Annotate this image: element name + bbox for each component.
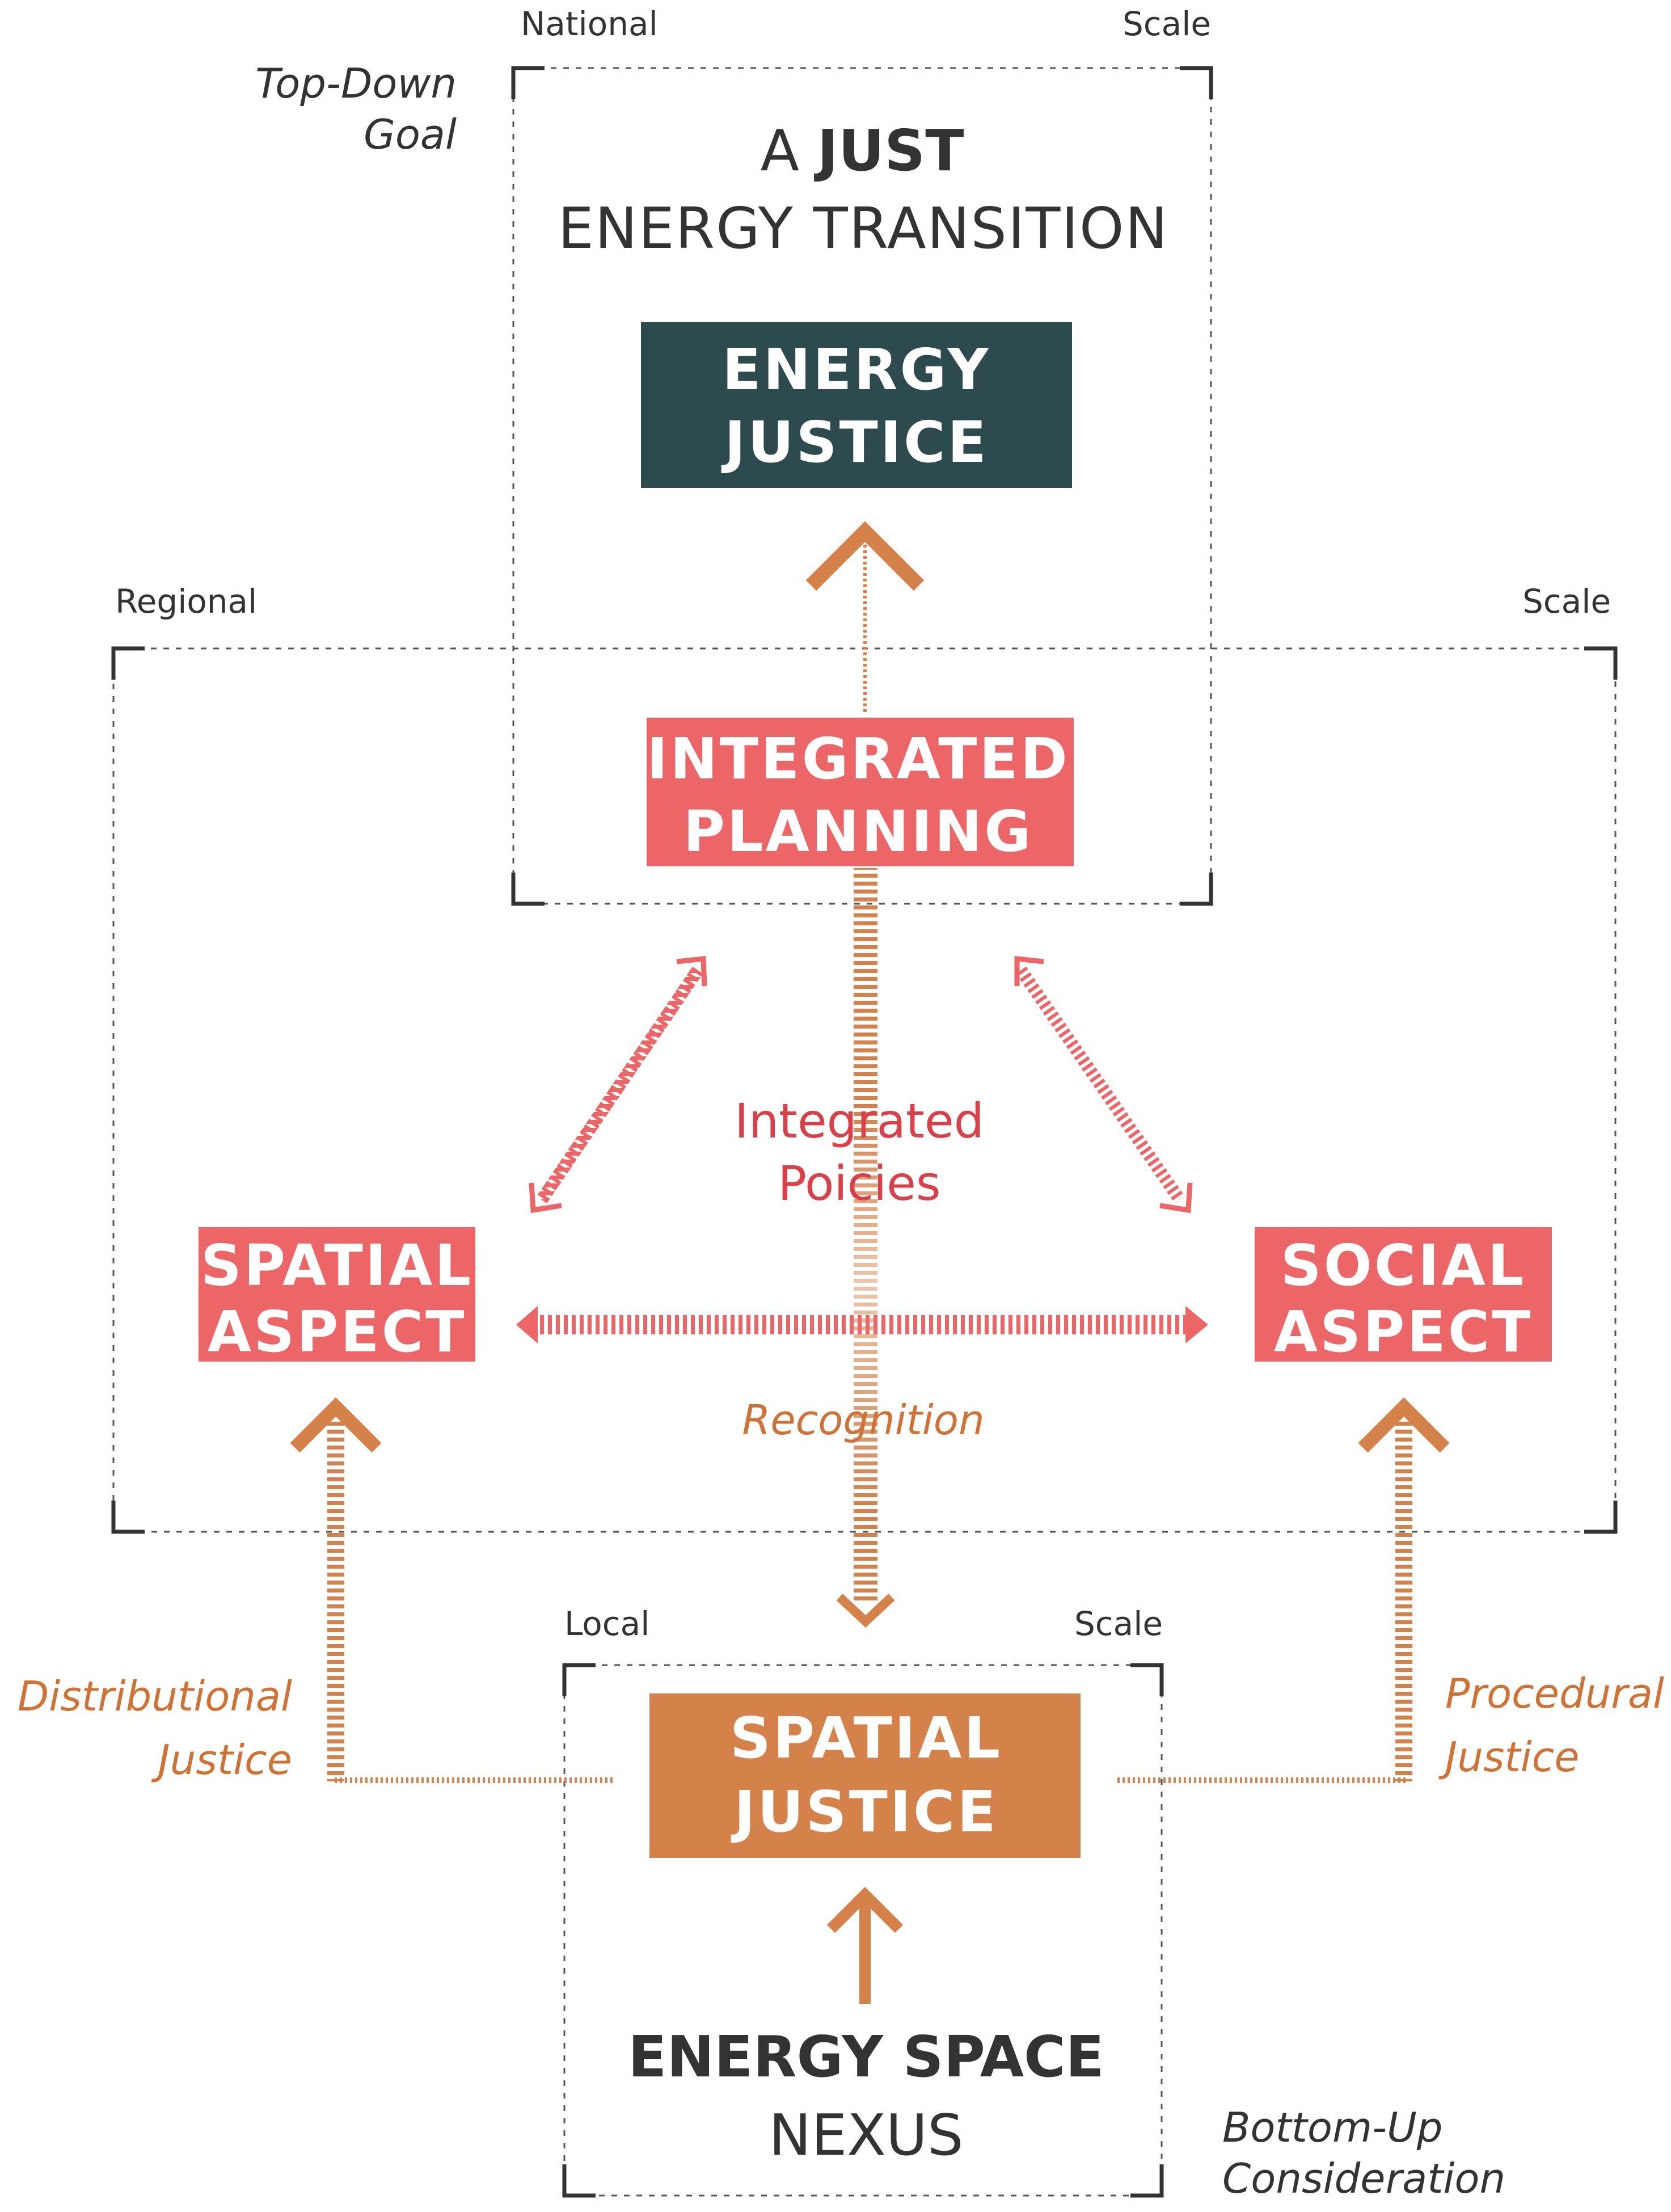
up-chevron-icon [805,521,925,591]
energy-space-label: ENERGY SPACE [628,2024,1104,2090]
national-scale-label: National [521,5,658,43]
integrated-planning-line1: INTEGRATED [647,726,1070,792]
procedural-justice-line2: Justice [1438,1733,1580,1781]
energy-justice-box [641,322,1072,488]
integrated-planning-box [647,718,1074,866]
local-scale-suffix: Scale [1074,1604,1163,1643]
top-down-goal-line2: Goal [364,111,457,158]
spatial-justice-line2: JUSTICE [731,1779,998,1845]
local-scale-frame [562,1663,1164,2198]
distributional-justice-line2: Justice [151,1736,293,1784]
energy-justice-line2: JUSTICE [721,409,989,475]
headline-line1: A JUST [761,117,964,184]
procedural-justice-arrow [1117,1397,1450,1783]
headline-prefix: A [761,117,817,184]
top-down-goal-line1: Top-Down [255,60,457,107]
recognition-label: Recognition [742,1396,984,1444]
integrated-planning-line2: PLANNING [683,798,1033,865]
aspects-connector-arrow [516,1306,1208,1343]
nexus-label: NEXUS [769,2102,963,2168]
headline-emphasis: JUST [814,117,964,184]
spatial-aspect-line1: SPATIAL [201,1232,473,1299]
social-aspect-line2: ASPECT [1274,1299,1533,1365]
nexus-up-arrow [826,1886,904,2004]
distributional-justice-line1: Distributional [18,1672,292,1720]
recognition-arrow [836,868,895,1628]
energy-justice-line1: ENERGY [722,336,991,403]
spatial-justice-line1: SPATIAL [730,1705,1002,1771]
regional-scale-label: Regional [115,582,257,621]
spatial-aspect-line2: ASPECT [208,1299,467,1365]
headline-line2: ENERGY TRANSITION [558,195,1169,262]
integrated-policies-line1: Integrated [735,1093,984,1149]
national-scale-frame [511,66,1213,906]
bottom-up-line2: Consideration [1222,2155,1505,2202]
integrated-policies-line2: Poicies [778,1156,940,1211]
regional-scale-suffix: Scale [1522,582,1611,621]
left-diagonal-arrow [529,956,707,1214]
national-scale-suffix: Scale [1123,5,1211,43]
right-diagonal-arrow [1014,955,1193,1214]
distributional-justice-arrow [290,1397,613,1783]
procedural-justice-line1: Procedural [1445,1670,1664,1717]
bottom-up-line1: Bottom-Up [1222,2104,1442,2151]
spatial-aspect-box [199,1227,475,1362]
social-aspect-box [1255,1227,1552,1362]
spatial-justice-box [649,1693,1081,1858]
social-aspect-line1: SOCIAL [1281,1232,1526,1299]
local-scale-label: Local [564,1604,649,1643]
